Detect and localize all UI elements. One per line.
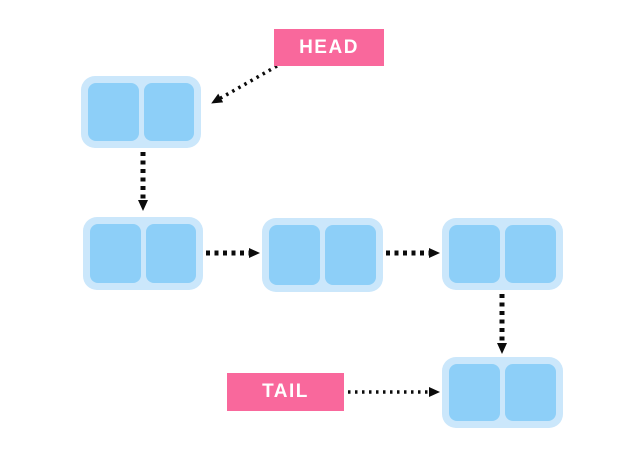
node-4 [442, 218, 563, 290]
node-cell-data [90, 224, 141, 283]
node-1 [81, 76, 201, 148]
tail-label: TAIL [227, 373, 344, 411]
node-cell-next [505, 225, 556, 283]
node-cell-next [143, 83, 194, 141]
node-2 [83, 217, 203, 290]
node-cell-data [88, 83, 139, 141]
node-3 [262, 218, 383, 292]
node-cell-next [145, 224, 196, 283]
node-cell-data [449, 225, 500, 283]
node-cell-next [505, 364, 556, 421]
node-cell-next [325, 225, 376, 285]
head-label: HEAD [274, 29, 384, 66]
node-cell-data [269, 225, 320, 285]
node-5 [442, 357, 563, 428]
node-cell-data [449, 364, 500, 421]
